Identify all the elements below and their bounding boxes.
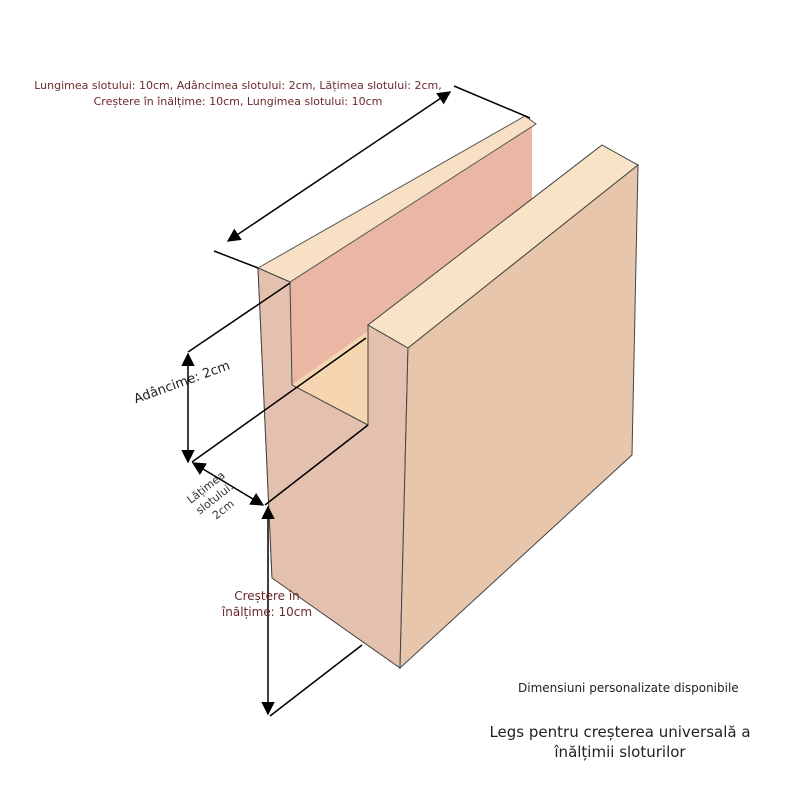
length-arrow (226, 91, 452, 242)
depth-extension-line (191, 337, 367, 463)
slot-width-extension-line (264, 424, 369, 506)
right-block-side (399, 163, 639, 670)
length-extension-line (453, 85, 531, 119)
dimensions-summary-label: Lungimea slotului: 10cm, Adâncimea slotu… (34, 79, 442, 108)
height-extension-line (269, 644, 363, 717)
depth-extension-line (187, 282, 291, 353)
slot-width-arrow (191, 462, 265, 506)
height-label: Creștere în înălțime: 10cm (221, 589, 313, 619)
slot-floor (292, 215, 532, 425)
length-extension-line (213, 250, 259, 269)
product-title: Legs pentru creșterea universală a înălț… (489, 723, 751, 761)
custom-sizes-caption: Dimensiuni personalizate disponibile (518, 681, 739, 695)
slot-inner-wall (290, 124, 532, 385)
